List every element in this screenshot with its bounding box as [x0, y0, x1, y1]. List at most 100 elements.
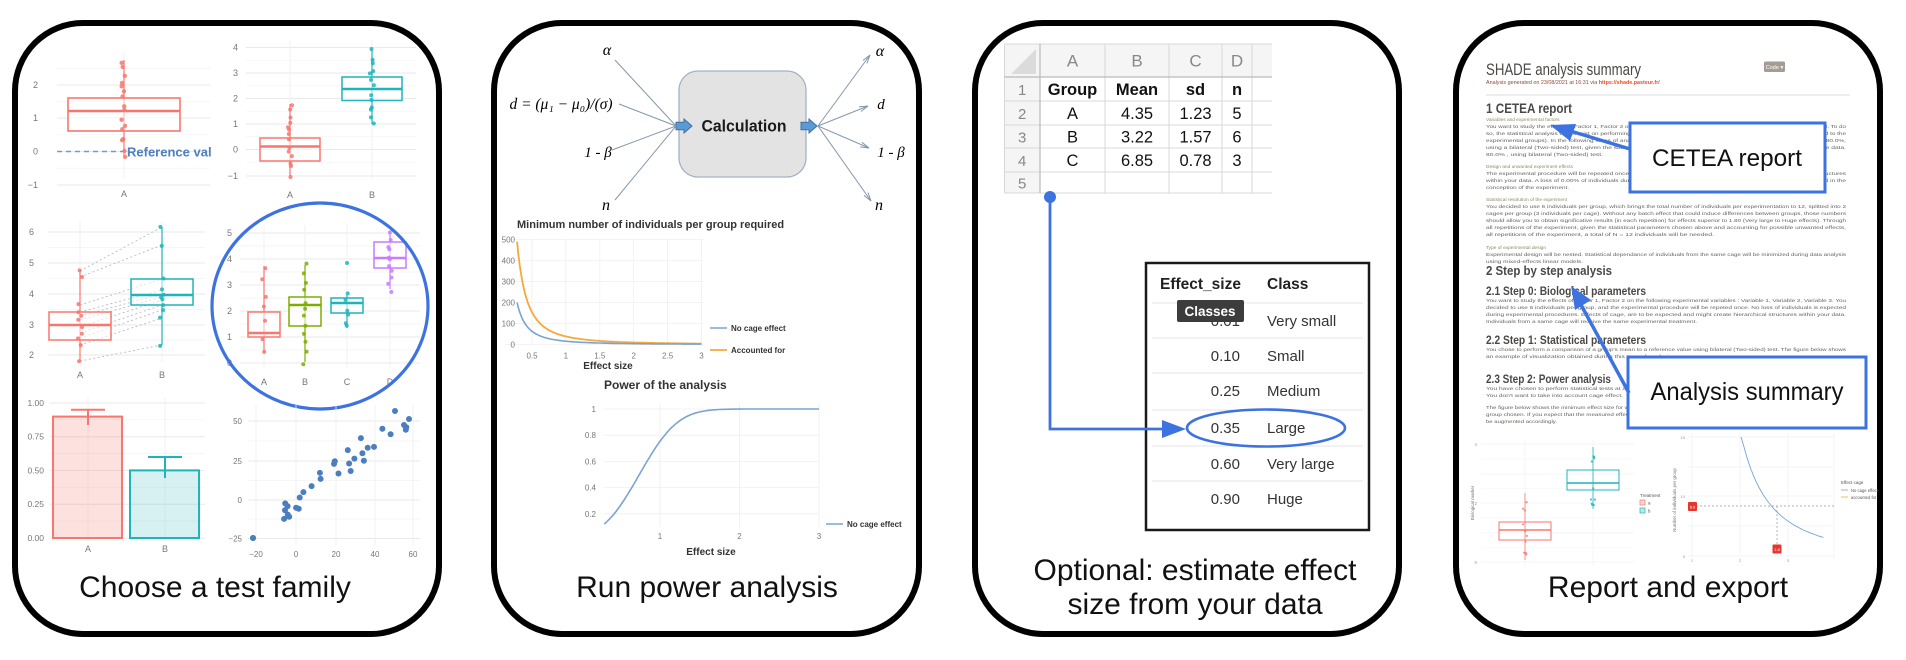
svg-text:conception of the experiment.: conception of the experiment.: [1486, 185, 1569, 191]
svg-text:3.22: 3.22: [1121, 129, 1153, 147]
svg-text:1: 1: [1691, 558, 1694, 563]
svg-text:Biological marker: Biological marker: [1470, 485, 1475, 520]
svg-text:d = (μ₁ − μ₀)/(σ): d = (μ₁ − μ₀)/(σ): [509, 96, 612, 113]
svg-text:6: 6: [1232, 129, 1241, 147]
svg-text:0: 0: [33, 147, 38, 157]
svg-text:4.35: 4.35: [1121, 105, 1153, 123]
svg-text:A: A: [287, 190, 293, 200]
svg-text:Accounted for: Accounted for: [731, 346, 785, 355]
svg-text:400: 400: [502, 257, 516, 266]
svg-text:5: 5: [1232, 105, 1241, 123]
svg-text:3: 3: [1018, 130, 1026, 147]
svg-text:20: 20: [332, 550, 341, 559]
svg-text:2 Step by step analysis: 2 Step by step analysis: [1486, 263, 1612, 278]
svg-text:2: 2: [233, 94, 238, 104]
svg-text:1: 1: [564, 352, 569, 361]
svg-text:4: 4: [29, 289, 34, 299]
svg-text:2.3 Step 2: Power analysis: 2.3 Step 2: Power analysis: [1486, 374, 1611, 386]
svg-text:C: C: [344, 377, 351, 387]
svg-text:0.78: 0.78: [1179, 152, 1211, 170]
svg-text:0.25: 0.25: [1211, 383, 1240, 400]
svg-text:3: 3: [1232, 152, 1241, 170]
svg-text:should allow you to obtain sig: should allow you to obtain significative…: [1486, 218, 1846, 224]
svg-text:0.60: 0.60: [1211, 456, 1240, 473]
svg-text:Optional: estimate effect: Optional: estimate effect: [1034, 554, 1358, 587]
svg-text:0.4: 0.4: [585, 484, 597, 493]
svg-text:A: A: [1067, 105, 1078, 123]
svg-text:1: 1: [592, 405, 597, 414]
svg-text:B: B: [1067, 129, 1078, 147]
svg-text:0.90: 0.90: [1211, 491, 1240, 508]
svg-text:4: 4: [1018, 153, 1026, 170]
svg-text:B: B: [1131, 52, 1142, 71]
svg-text:using mixed-effects linear mod: using mixed-effects linear models.: [1486, 259, 1583, 265]
svg-text:A: A: [261, 377, 267, 387]
svg-text:Type of experimental design: Type of experimental design: [1486, 245, 1546, 251]
svg-text:be augmented accordingly.: be augmented accordingly.: [1486, 419, 1557, 425]
svg-text:Variables and experimental fac: Variables and experimental factors: [1486, 117, 1560, 123]
svg-text:0.25: 0.25: [27, 499, 44, 509]
svg-text:Statistical resolution of the: Statistical resolution of the experiment: [1486, 197, 1568, 203]
svg-text:5: 5: [29, 258, 34, 268]
svg-text:No cage effect: No cage effect: [847, 520, 902, 529]
svg-text:4: 4: [227, 254, 232, 264]
svg-text:5: 5: [1683, 554, 1686, 559]
svg-text:1: 1: [33, 113, 38, 123]
svg-text:α: α: [603, 42, 612, 59]
svg-text:0: 0: [294, 550, 299, 559]
svg-text:Huge: Huge: [1267, 491, 1303, 508]
svg-text:80.0% , using bilateral (Two-s: 80.0% , using bilateral (Two-sided) test…: [1486, 152, 1603, 158]
svg-text:2: 2: [1474, 501, 1477, 506]
svg-text:Effect_size: Effect_size: [1160, 276, 1241, 293]
svg-text:Classes: Classes: [1184, 304, 1235, 319]
svg-text:Minimum number of individuals: Minimum number of individuals per group …: [517, 219, 784, 231]
svg-text:6.85: 6.85: [1121, 152, 1153, 170]
svg-text:10: 10: [1681, 494, 1686, 499]
svg-text:D: D: [1231, 52, 1243, 71]
svg-text:−25: −25: [228, 535, 242, 544]
svg-text:You don't want to take into ac: You don't want to take into account cage…: [1486, 393, 1623, 399]
svg-text:Treatment: Treatment: [1640, 493, 1661, 498]
svg-text:2: 2: [737, 532, 742, 541]
svg-text:0: 0: [238, 496, 243, 505]
svg-text:a: a: [1648, 501, 1651, 506]
svg-text:1: 1: [227, 332, 232, 342]
svg-text:CETEA report: CETEA report: [1652, 145, 1802, 172]
svg-text:No cage effect: No cage effect: [1851, 488, 1879, 493]
svg-text:B: B: [162, 544, 168, 554]
svg-text:D: D: [387, 377, 394, 387]
svg-text:Large: Large: [1267, 420, 1305, 437]
svg-text:0: 0: [511, 341, 516, 350]
svg-text:2: 2: [631, 352, 636, 361]
svg-text:2.5: 2.5: [662, 352, 674, 361]
svg-text:50: 50: [233, 417, 242, 426]
svg-text:3: 3: [699, 352, 704, 361]
svg-text:3: 3: [817, 532, 822, 541]
svg-text:Code ▾: Code ▾: [1766, 65, 1784, 71]
svg-text:2: 2: [1739, 558, 1742, 563]
svg-text:Very large: Very large: [1267, 456, 1335, 473]
svg-text:Effect cage: Effect cage: [1841, 480, 1864, 485]
svg-text:1: 1: [1018, 82, 1026, 99]
svg-text:size from your data: size from your data: [1067, 588, 1322, 621]
svg-text:You chose to perform a compari: You chose to perform a comparison of a g…: [1486, 347, 1847, 353]
svg-text:6: 6: [29, 227, 34, 237]
svg-text:B: B: [369, 190, 375, 200]
svg-text:0.00: 0.00: [27, 533, 44, 543]
svg-text:Group: Group: [1048, 81, 1098, 99]
svg-text:A: A: [1067, 52, 1079, 71]
svg-text:Experimental design will be ne: Experimental design will be nested. Stat…: [1486, 252, 1847, 258]
svg-text:Calculation: Calculation: [702, 117, 787, 136]
svg-text:0: 0: [233, 145, 238, 155]
svg-text:Reference val: Reference val: [127, 145, 212, 160]
svg-text:−1: −1: [28, 180, 38, 190]
svg-text:all repetitions of the experim: all repetitions of the experiment, given…: [1486, 225, 1846, 231]
svg-text:2.1 Step 0: Biological paramet: 2.1 Step 0: Biological parameters: [1486, 286, 1646, 298]
svg-text:Design and unwanted experiment: Design and unwanted experiment effects: [1486, 164, 1573, 170]
svg-text:1.5: 1.5: [594, 352, 606, 361]
svg-text:1 CETEA report: 1 CETEA report: [1486, 101, 1572, 116]
svg-text:Analysis generated on 23/08/20: Analysis generated on 23/08/2021 at 16:3…: [1486, 80, 1660, 86]
svg-text:3: 3: [233, 68, 238, 78]
svg-text:b: b: [1648, 509, 1651, 514]
svg-text:2: 2: [1018, 106, 1026, 123]
